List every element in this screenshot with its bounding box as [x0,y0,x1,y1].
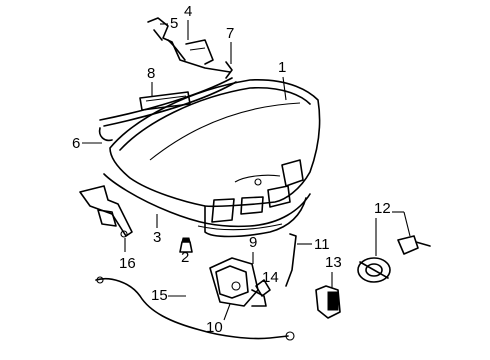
svg-text:8: 8 [147,65,155,82]
high-mount-light [139,91,191,111]
callout-7: 7 [226,25,234,64]
release-cable [95,276,295,341]
trunk-lid [109,79,321,223]
weatherstrip [103,173,311,238]
callout-15: 15 [151,287,186,304]
svg-text:1: 1 [278,59,286,76]
svg-text:7: 7 [226,25,234,42]
hinge-arm [98,127,113,142]
svg-text:6: 6 [72,135,80,152]
callout-16: 16 [119,238,136,272]
callout-12: 12 [374,200,411,256]
svg-text:5: 5 [170,15,178,32]
svg-text:4: 4 [184,3,192,20]
callout-2: 2 [181,249,189,266]
bumper-stop [179,237,193,253]
trunk-latch [209,257,267,307]
callout-13: 13 [325,254,342,288]
lock-cylinder [357,235,431,283]
callout-3: 3 [153,214,161,246]
svg-text:15: 15 [151,287,168,304]
callout-11: 11 [297,236,330,253]
support-rod [99,61,237,127]
svg-text:9: 9 [249,234,257,251]
callout-4: 4 [184,3,192,40]
callout-1: 1 [278,59,287,101]
svg-text:14: 14 [262,269,279,286]
latch-rod [285,233,297,287]
latch-clip [255,279,271,297]
svg-text:2: 2 [181,249,189,266]
callout-9: 9 [249,234,257,264]
svg-text:12: 12 [374,200,391,217]
callout-8: 8 [147,65,155,96]
callout-5: 5 [160,15,178,32]
svg-text:13: 13 [325,254,342,271]
svg-text:10: 10 [206,319,223,336]
callout-14: 14 [262,269,279,286]
torsion-bar [147,17,231,73]
callout-10: 10 [206,303,231,336]
hinge-bracket [79,185,133,238]
cylinder-bracket [315,285,341,319]
svg-text:3: 3 [153,229,161,246]
callout-6: 6 [72,135,102,152]
svg-text:11: 11 [314,236,330,253]
svg-text:16: 16 [119,255,136,272]
